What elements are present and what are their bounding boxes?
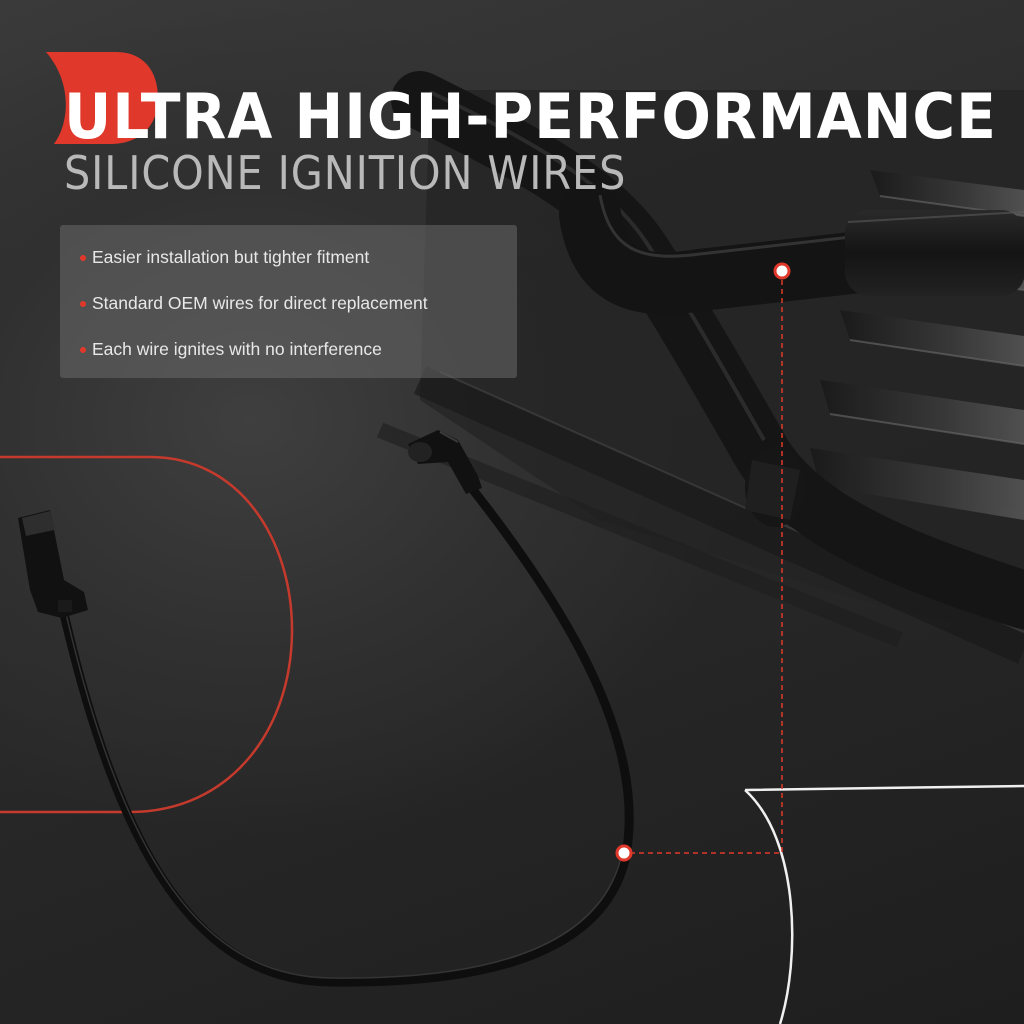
feature-item: Standard OEM wires for direct replacemen… xyxy=(80,288,517,334)
page-subtitle: SILICONE IGNITION WIRES xyxy=(64,146,627,200)
feature-label: Standard OEM wires for direct replacemen… xyxy=(92,293,428,313)
red-accent-arc xyxy=(0,455,294,814)
page-title: ULTRA HIGH-PERFORMANCE xyxy=(64,80,997,153)
callout-marker-bottom xyxy=(615,844,633,862)
brand-logo-mark xyxy=(46,52,158,144)
feature-label: Each wire ignites with no interference xyxy=(92,339,382,359)
white-accent-arc xyxy=(744,784,1024,1024)
callout-marker-top xyxy=(773,262,791,280)
feature-label: Easier installation but tighter fitment xyxy=(92,247,370,267)
bullet-icon xyxy=(80,347,86,353)
callout-dashed-line xyxy=(624,271,783,854)
ignition-wire-photo xyxy=(18,430,634,987)
bullet-icon xyxy=(80,301,86,307)
features-panel: Easier installation but tighter fitment … xyxy=(60,225,517,378)
feature-item: Each wire ignites with no interference xyxy=(80,334,517,380)
bullet-icon xyxy=(80,255,86,261)
feature-item: Easier installation but tighter fitment xyxy=(80,242,517,288)
